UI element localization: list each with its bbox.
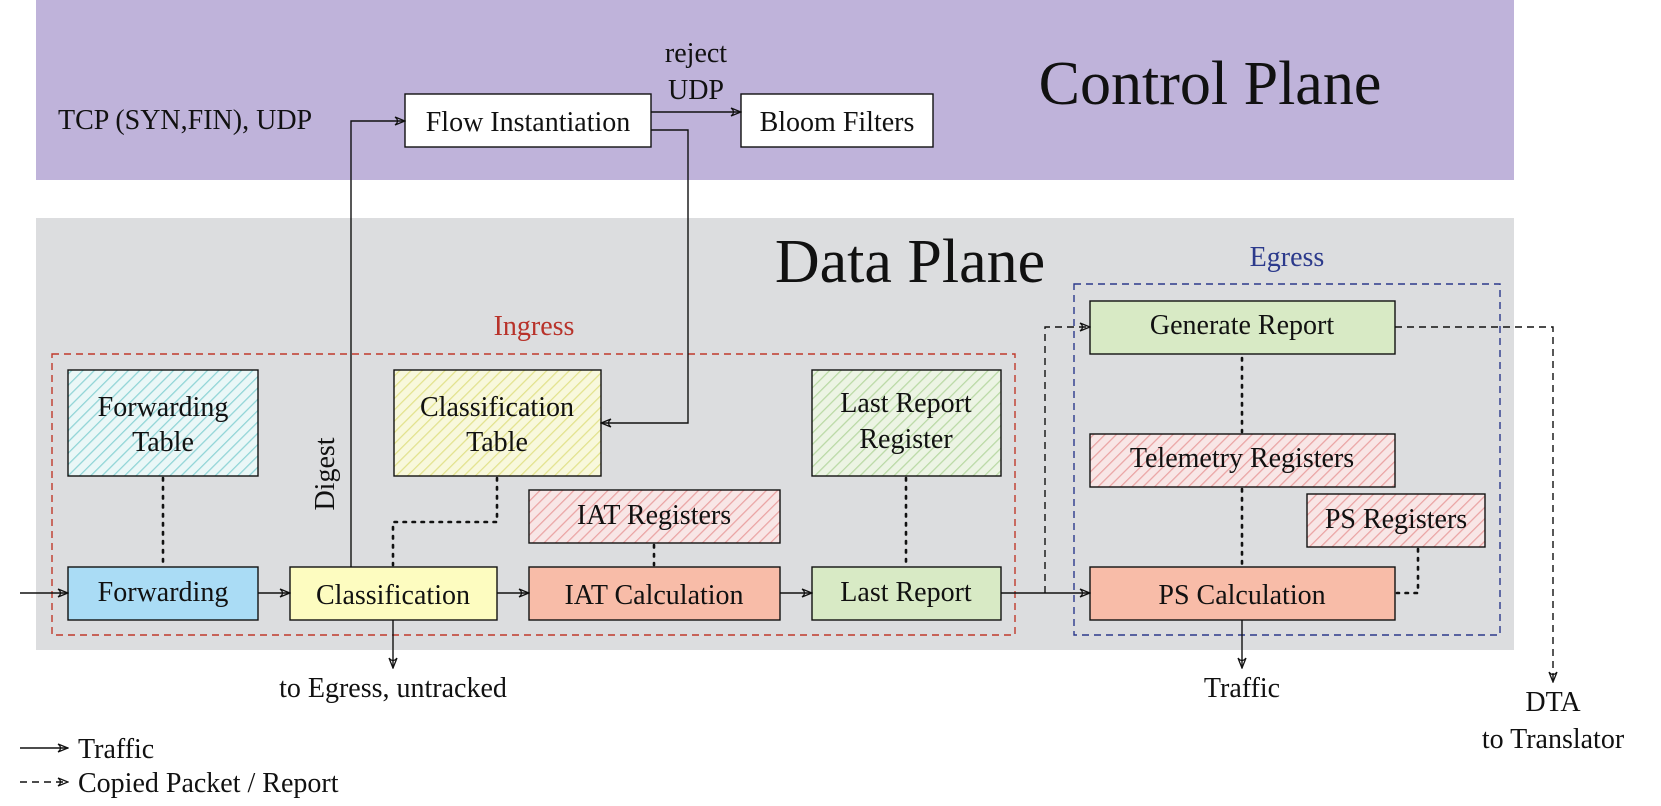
flow-instantiation-label: Flow Instantiation bbox=[426, 107, 631, 138]
classification-table-box bbox=[393, 369, 602, 477]
ps-registers-label: PS Registers bbox=[1325, 504, 1467, 535]
iat-calculation-box bbox=[528, 566, 781, 621]
generate-report-label: Generate Report bbox=[1150, 310, 1334, 341]
bloom-filters-box bbox=[740, 93, 934, 148]
last-report-register-label-l1: Last Report bbox=[840, 388, 972, 419]
ingress-region bbox=[51, 353, 1016, 636]
legend-copied-label: Copied Packet / Report bbox=[78, 768, 339, 799]
classification-table-label-l2: Table bbox=[466, 427, 528, 458]
reject-label-line1: reject bbox=[665, 38, 727, 69]
forwarding-table-box bbox=[67, 369, 259, 477]
ps-registers-box bbox=[1306, 493, 1486, 548]
last-report-register-box bbox=[811, 369, 1002, 477]
iat-calculation-label: IAT Calculation bbox=[564, 580, 743, 611]
edge-digest bbox=[350, 121, 405, 567]
classification-box bbox=[289, 566, 498, 621]
control-input-label: TCP (SYN,FIN), UDP bbox=[58, 105, 312, 136]
bloom-filters-label: Bloom Filters bbox=[760, 107, 915, 138]
forwarding-table-label-l2: Table bbox=[132, 427, 194, 458]
digest-label: Digest bbox=[310, 437, 341, 510]
forwarding-table-label-l1: Forwarding bbox=[98, 392, 229, 423]
iat-registers-box bbox=[528, 489, 781, 544]
association-edges bbox=[161, 356, 1420, 595]
ingress-title: Ingress bbox=[494, 311, 575, 342]
edge-generate-dta bbox=[1395, 326, 1553, 682]
dta-label-l1: DTA bbox=[1525, 687, 1581, 718]
ps-calculation-label: PS Calculation bbox=[1158, 580, 1325, 611]
classification-table-label-l1: Classification bbox=[420, 392, 574, 423]
telemetry-registers-box bbox=[1089, 433, 1396, 488]
egress-title: Egress bbox=[1250, 242, 1325, 273]
legend: Traffic Copied Packet / Report bbox=[20, 734, 339, 799]
dta-label-l2: to Translator bbox=[1482, 724, 1625, 755]
data-plane-title: Data Plane bbox=[775, 228, 1045, 296]
ps-calculation-box bbox=[1089, 566, 1396, 621]
control-plane-title: Control Plane bbox=[1039, 50, 1382, 118]
last-report-label: Last Report bbox=[840, 577, 972, 608]
iat-registers-label: IAT Registers bbox=[577, 500, 731, 531]
forwarding-label: Forwarding bbox=[98, 577, 229, 608]
copied-edges bbox=[1044, 326, 1553, 682]
untracked-label: to Egress, untracked bbox=[279, 673, 507, 704]
reject-label-line2: UDP bbox=[668, 75, 724, 106]
traffic-output-label: Traffic bbox=[1204, 673, 1280, 704]
telemetry-registers-label: Telemetry Registers bbox=[1130, 443, 1354, 474]
classification-label: Classification bbox=[316, 580, 470, 611]
egress-region bbox=[1073, 283, 1501, 636]
edge-flow-classtable bbox=[601, 129, 689, 423]
last-report-register-label-l2: Register bbox=[859, 424, 953, 455]
legend-traffic-label: Traffic bbox=[78, 734, 154, 765]
edge-copy-generate bbox=[1044, 327, 1090, 593]
control-plane-region bbox=[36, 0, 1514, 180]
